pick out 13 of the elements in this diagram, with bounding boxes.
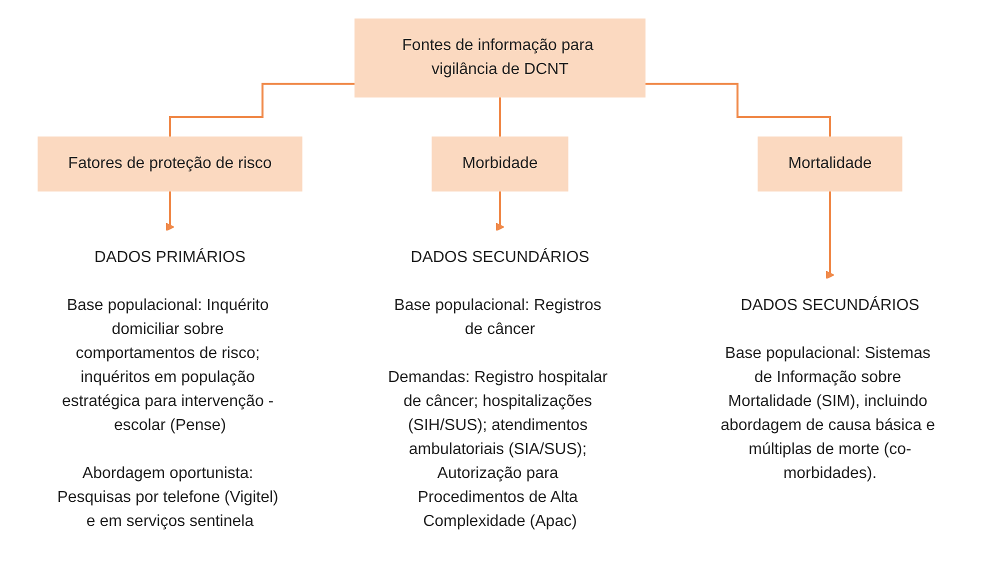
- node-box: Fatores de proteção de risco: [38, 136, 302, 192]
- node-box: Mortalidade: [758, 136, 902, 192]
- node-box: Fontes de informação para vigilância de DCNT: [354, 18, 646, 98]
- node-text: DADOS SECUNDÁRIOS Base populacional: Registros de câncer Demandas: Registro hospitalar de câncer; hospitalizações (SIH/SUS); atendimentos ambulatoriais (SIA/SUS); Autorização para Procedimentos de Alta Complexidade (Apac): [388, 249, 608, 530]
- connector: [499, 96, 501, 138]
- connector: [645, 82, 831, 138]
- connector: [169, 82, 355, 138]
- arrow: [826, 190, 834, 280]
- arrow: [166, 190, 174, 232]
- node-box: Morbidade: [432, 136, 568, 192]
- node-text: DADOS SECUNDÁRIOS Base populacional: Sistemas de Informação sobre Mortalidade (SIM), incluindo abordagem de causa básica e múltiplas de morte (co-morbidades).: [720, 297, 935, 482]
- node-text: DADOS PRIMÁRIOS Base populacional: Inquérito domiciliar sobre comportamentos de risco; inquéritos em população estratégica para intervenção - escolar (Pense) Abordagem oportunista: Pesquisas por telefone (Vigitel) e em serviços sentinela: [57, 249, 278, 530]
- arrow: [496, 190, 504, 232]
